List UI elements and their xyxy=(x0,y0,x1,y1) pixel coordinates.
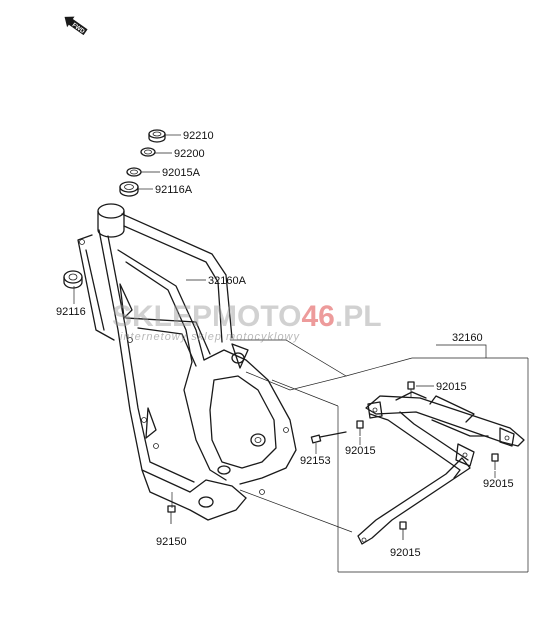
subframe-32160 xyxy=(357,391,525,545)
callout-92200: 92200 xyxy=(174,148,205,160)
callout-92015-d: 92015 xyxy=(390,547,421,559)
callout-92116: 92116 xyxy=(56,306,86,318)
callout-32160: 32160 xyxy=(452,332,483,344)
nut-92210 xyxy=(148,129,166,143)
main-frame-32160A xyxy=(77,203,297,521)
svg-text:SKLEPMOTO46.PL: SKLEPMOTO46.PL xyxy=(112,300,382,333)
seal-92015A xyxy=(126,167,142,177)
watermark-part2: MOTO xyxy=(212,300,301,333)
callout-92116A: 92116A xyxy=(155,184,193,196)
watermark-part4: .PL xyxy=(335,300,382,333)
fwd-arrow-icon: FWD xyxy=(64,16,88,36)
watermark-part3: 46 xyxy=(301,300,334,333)
bolt-92015-b xyxy=(356,420,364,436)
callout-92015-c: 92015 xyxy=(483,478,514,490)
watermark-part1: SKLEP xyxy=(112,300,212,333)
bolt-92015-c xyxy=(491,453,499,470)
subframe-callout-box xyxy=(230,339,529,573)
watermark: SKLEPMOTO46.PL internetowy sklep motocyk… xyxy=(112,300,382,343)
callout-92153: 92153 xyxy=(300,455,331,467)
bearing-92116 xyxy=(63,270,83,289)
bolt-92015-d xyxy=(399,521,407,540)
watermark-subtitle: internetowy sklep motocyklowy xyxy=(120,331,301,343)
callout-32160A: 32160A xyxy=(208,275,247,287)
callout-92015A: 92015A xyxy=(162,167,201,179)
callout-92015-b: 92015 xyxy=(345,445,376,457)
bearing-92116A xyxy=(119,181,139,197)
callout-92150: 92150 xyxy=(156,536,187,548)
bolt-92150 xyxy=(167,505,176,524)
bolt-92153 xyxy=(310,431,347,444)
bolt-92015-a xyxy=(407,381,415,398)
callout-92210: 92210 xyxy=(183,130,214,142)
callout-92015-a: 92015 xyxy=(436,381,467,393)
washer-92200 xyxy=(140,147,156,157)
